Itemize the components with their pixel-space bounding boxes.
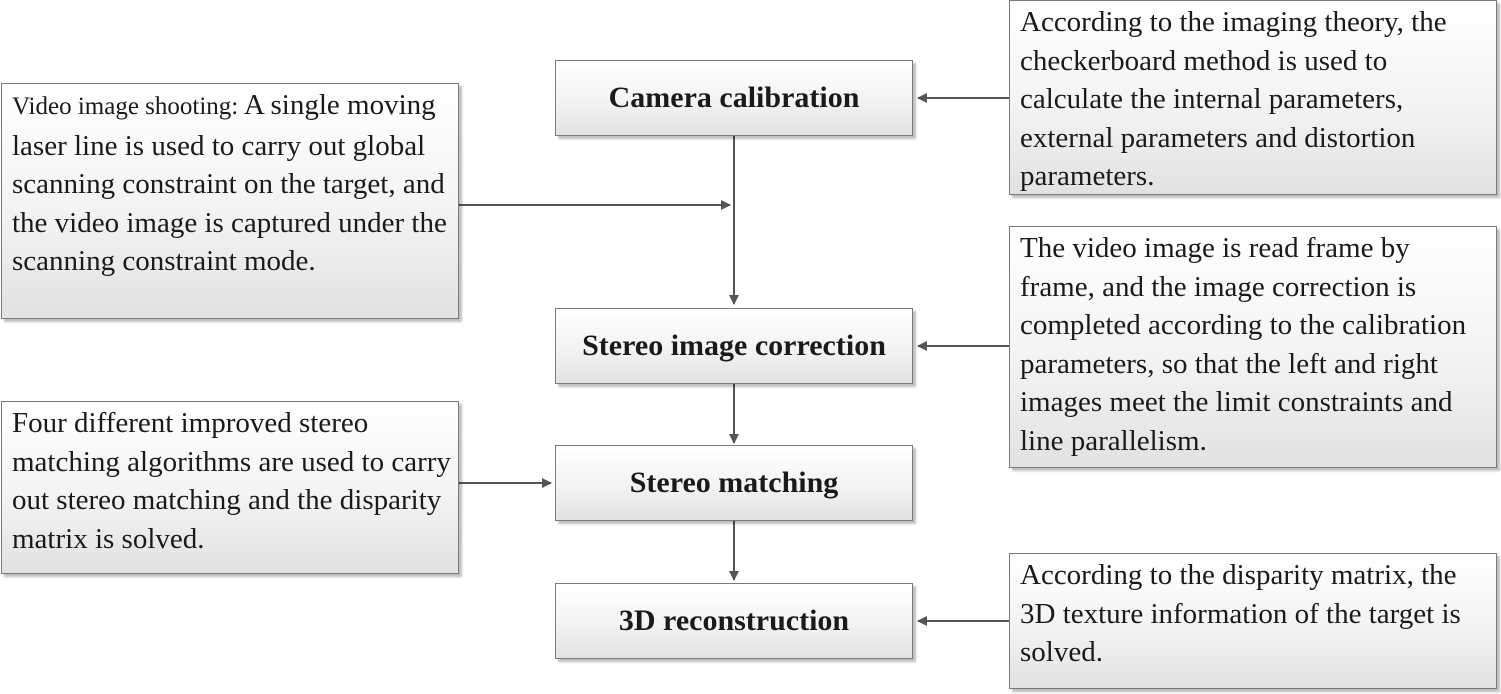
step-stereo-image-correction: Stereo image correction	[555, 308, 913, 384]
note-3d-reconstruction-text: According to the disparity matrix, the 3…	[1020, 559, 1461, 668]
step-stereo-matching: Stereo matching	[555, 445, 913, 521]
note-video-image-shooting-lead: Video image shooting:	[12, 93, 239, 120]
note-camera-calibration: According to the imaging theory, the che…	[1009, 0, 1497, 195]
note-camera-calibration-text: According to the imaging theory, the che…	[1020, 6, 1447, 192]
note-video-image-shooting: Video image shooting: A single moving la…	[1, 83, 459, 319]
note-3d-reconstruction: According to the disparity matrix, the 3…	[1009, 553, 1497, 689]
step-camera-calibration: Camera calibration	[555, 60, 913, 136]
note-stereo-image-correction: The video image is read frame by frame, …	[1009, 226, 1497, 468]
note-stereo-matching-text: Four different improved stereo matching …	[12, 407, 451, 555]
note-stereo-image-correction-text: The video image is read frame by frame, …	[1020, 232, 1467, 457]
note-stereo-matching: Four different improved stereo matching …	[1, 401, 459, 574]
note-video-image-shooting-body: A single moving laser line is used to ca…	[12, 89, 447, 277]
step-3d-reconstruction-label: 3D reconstruction	[618, 604, 850, 637]
step-camera-calibration-label: Camera calibration	[608, 81, 860, 114]
step-stereo-image-correction-label: Stereo image correction	[582, 329, 886, 362]
step-stereo-matching-label: Stereo matching	[629, 466, 839, 499]
step-3d-reconstruction: 3D reconstruction	[555, 583, 913, 659]
